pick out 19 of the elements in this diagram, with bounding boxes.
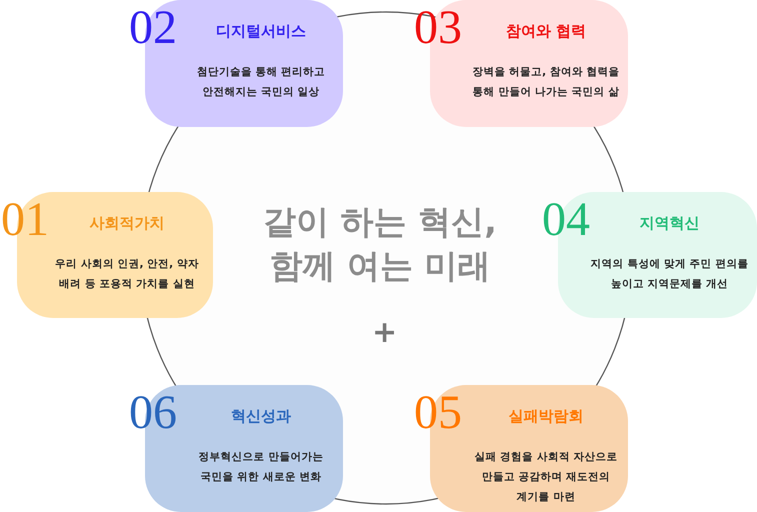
step-number: 04 bbox=[542, 196, 590, 244]
heading: 같이 하는 혁신, 함께 여는 미래 bbox=[262, 201, 498, 287]
card-description: 첨단기술을 통해 편리하고 안전해지는 국민의 일상 bbox=[196, 65, 326, 100]
step-number: 05 bbox=[414, 389, 462, 437]
card-description: 지역의 특성에 맞게 주민 편의를 높이고 지역문제를 개선 bbox=[590, 257, 750, 292]
card-title: 참여와 협력 bbox=[506, 22, 586, 42]
step-number: 03 bbox=[414, 4, 462, 52]
step-number: 06 bbox=[129, 389, 177, 437]
card-title: 실패박람회 bbox=[508, 407, 584, 427]
card-title: 사회적가치 bbox=[90, 214, 164, 234]
card-title: 디지털서비스 bbox=[216, 22, 306, 42]
card-description: 실패 경험을 사회적 자산으로 만들고 공감하며 재도전의 계기를 마련 bbox=[474, 450, 618, 505]
plus-sign: + bbox=[372, 318, 398, 348]
card-title: 혁신성과 bbox=[231, 407, 291, 427]
card-description: 장벽을 허물고, 참여와 협력을 통해 만들어 나가는 국민의 삶 bbox=[472, 65, 620, 100]
card-description: 정부혁신으로 만들어가는 국민을 위한 새로운 변화 bbox=[198, 450, 324, 485]
card-title: 지역혁신 bbox=[640, 214, 700, 234]
step-number: 02 bbox=[129, 4, 177, 52]
card-description: 우리 사회의 인권, 안전, 약자 배려 등 포용적 가치를 실현 bbox=[54, 257, 200, 292]
